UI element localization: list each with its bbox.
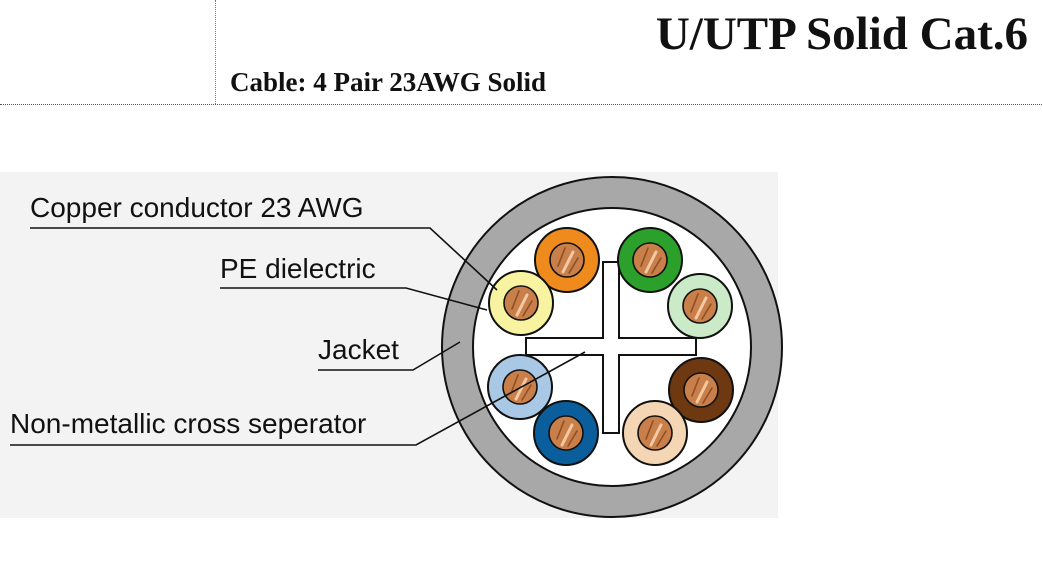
copper-shine xyxy=(510,374,519,394)
dielectric-leader-line xyxy=(220,287,488,311)
conductor-green xyxy=(617,227,683,293)
copper-core xyxy=(632,242,668,278)
copper-shine xyxy=(561,250,575,274)
copper-shine xyxy=(567,430,578,447)
copper-shine xyxy=(645,420,654,440)
copper-shine xyxy=(695,380,709,404)
header-divider-vertical xyxy=(215,0,216,104)
copper-shine xyxy=(702,387,713,404)
conductor-orange-white xyxy=(622,400,688,466)
copper-shine xyxy=(656,430,667,447)
copper-shine xyxy=(694,296,708,320)
copper-shine xyxy=(557,247,566,267)
copper-core xyxy=(682,288,718,324)
copper-shine xyxy=(521,384,532,401)
conductor-group xyxy=(487,227,734,466)
copper-shine xyxy=(560,423,574,447)
separator-leader-line xyxy=(10,351,586,446)
conductor-blue xyxy=(533,400,599,466)
copper-core xyxy=(683,372,719,408)
separator-callout-label: Non-metallic cross seperator xyxy=(10,408,366,439)
copper-shine xyxy=(649,423,663,447)
conductor-brown xyxy=(668,357,734,423)
copper-shine xyxy=(511,290,520,310)
conductor-leader-line xyxy=(30,227,498,291)
copper-shine xyxy=(556,420,565,440)
copper-core xyxy=(637,415,673,451)
header-divider-horizontal xyxy=(0,104,1042,105)
copper-shine xyxy=(644,250,658,274)
copper-shine xyxy=(514,377,528,401)
cable-subtitle: Cable: 4 Pair 23AWG Solid xyxy=(230,67,547,97)
copper-core xyxy=(549,242,585,278)
copper-shine xyxy=(690,293,699,313)
copper-shine xyxy=(691,377,700,397)
page-title: U/UTP Solid Cat.6 xyxy=(655,8,1028,60)
copper-shine xyxy=(522,300,533,317)
copper-shine xyxy=(651,257,662,274)
copper-shine xyxy=(568,257,579,274)
conductor-yellow xyxy=(488,270,554,336)
copper-core xyxy=(503,285,539,321)
copper-shine xyxy=(701,303,712,320)
copper-core xyxy=(548,415,584,451)
copper-shine xyxy=(640,247,649,267)
conductor-orange xyxy=(534,227,600,293)
copper-shine xyxy=(515,293,529,317)
dielectric-callout-label: PE dielectric xyxy=(220,253,376,284)
conductor-green-white xyxy=(667,273,733,339)
conductor-callout-label: Copper conductor 23 AWG xyxy=(30,192,364,223)
cross-separator xyxy=(525,261,697,434)
jacket-leader-line xyxy=(318,341,461,371)
jacket-callout-label: Jacket xyxy=(318,334,399,365)
